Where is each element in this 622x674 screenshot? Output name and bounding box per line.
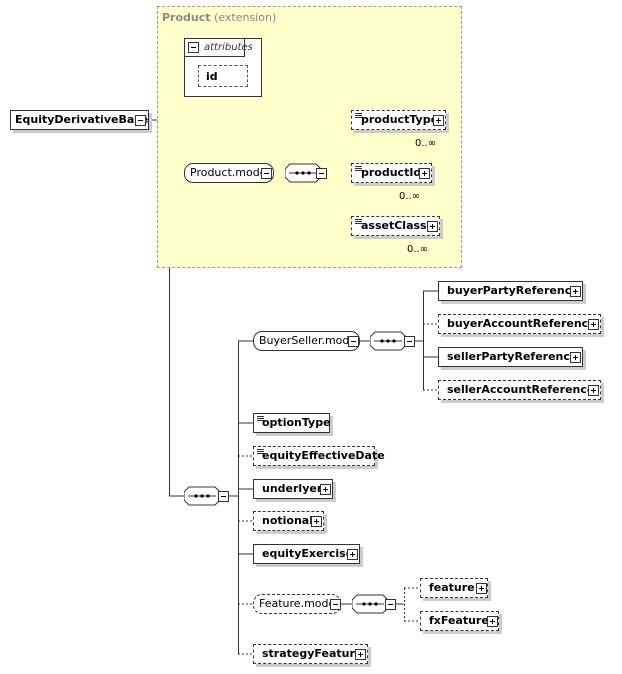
element-underlyer[interactable]: underlyer: [253, 479, 333, 499]
collapse-main-sequence-icon[interactable]: [218, 491, 229, 502]
element-asset-class[interactable]: assetClass: [351, 216, 440, 236]
collapse-feature-sequence-icon[interactable]: [385, 599, 396, 610]
expand-fx-feature-icon[interactable]: [487, 616, 498, 627]
notional-label: notional: [262, 514, 313, 527]
collapse-buyer-seller-sequence-icon[interactable]: [404, 336, 415, 347]
expand-seller-account-reference-icon[interactable]: [588, 385, 599, 396]
product-id-cardinality: 0..∞: [399, 191, 421, 202]
seller-party-reference-label: sellerPartyReference: [447, 350, 578, 363]
collapse-feature-model-icon[interactable]: [330, 599, 341, 610]
element-feature[interactable]: feature: [420, 578, 488, 598]
attributes-header: [185, 39, 245, 57]
element-equity-effective-date[interactable]: equityEffectiveDate: [253, 446, 385, 466]
element-product-id[interactable]: productId: [351, 163, 432, 183]
expand-feature-icon[interactable]: [476, 583, 487, 594]
extension-suffix: (extension): [210, 11, 277, 24]
main-sequence-compositor-icon[interactable]: [184, 486, 221, 506]
extension-base-type: Product: [162, 11, 211, 24]
expand-equity-exercise-icon[interactable]: [347, 549, 358, 560]
element-seller-party-reference[interactable]: sellerPartyReference: [438, 347, 583, 367]
fx-feature-label: fxFeature: [429, 614, 489, 627]
expand-product-type-icon[interactable]: [433, 115, 444, 126]
option-type-label: optionType: [262, 416, 331, 429]
equity-effective-date-label: equityEffectiveDate: [262, 449, 385, 462]
sequence-compositor-icon[interactable]: [285, 163, 322, 183]
product-type-label: productType: [361, 113, 439, 126]
buyer-seller-model-group[interactable]: BuyerSeller.model: [253, 331, 360, 351]
product-type-cardinality: 0..∞: [415, 138, 437, 149]
collapse-buyer-seller-model-icon[interactable]: [348, 336, 359, 347]
expand-seller-party-reference-icon[interactable]: [570, 352, 581, 363]
element-product-type[interactable]: productType: [351, 110, 446, 130]
expand-notional-icon[interactable]: [311, 516, 322, 527]
element-equity-exercise[interactable]: equityExercise: [253, 544, 360, 564]
feature-model-group[interactable]: Feature.model: [253, 594, 341, 614]
extension-title: Product (extension): [162, 11, 276, 24]
asset-class-label: assetClass: [361, 219, 427, 232]
element-buyer-account-reference[interactable]: buyerAccountReference: [438, 314, 601, 334]
expand-strategy-feature-icon[interactable]: [355, 649, 366, 660]
buyer-seller-model-label: BuyerSeller.model: [259, 334, 360, 347]
expand-asset-class-icon[interactable]: [427, 221, 438, 232]
element-option-type[interactable]: optionType: [253, 413, 331, 433]
attribute-id[interactable]: id: [198, 65, 248, 87]
element-fx-feature[interactable]: fxFeature: [420, 611, 499, 631]
buyer-party-reference-label: buyerPartyReference: [447, 284, 579, 297]
feature-sequence-icon[interactable]: [352, 594, 389, 614]
attributes-title: attributes: [204, 42, 253, 53]
product-id-label: productId: [361, 166, 422, 179]
asset-class-cardinality: 0..∞: [407, 244, 429, 255]
collapse-product-model-icon[interactable]: [261, 168, 272, 179]
feature-model-label: Feature.model: [259, 597, 339, 610]
root-element-equity-derivative-base[interactable]: EquityDerivativeBase: [10, 110, 149, 130]
root-label: EquityDerivativeBase: [15, 113, 149, 126]
collapse-sequence-icon[interactable]: [316, 168, 327, 179]
expand-buyer-party-reference-icon[interactable]: [570, 286, 581, 297]
collapse-root-icon[interactable]: [135, 115, 146, 126]
feature-label: feature: [429, 581, 475, 594]
seller-account-reference-label: sellerAccountReference: [447, 383, 595, 396]
element-notional[interactable]: notional: [253, 511, 324, 531]
element-buyer-party-reference[interactable]: buyerPartyReference: [438, 281, 583, 301]
product-model-label: Product.model: [190, 166, 270, 179]
expand-product-id-icon[interactable]: [419, 168, 430, 179]
underlyer-label: underlyer: [262, 482, 323, 495]
strategy-feature-label: strategyFeature: [262, 647, 363, 660]
collapse-attributes-icon[interactable]: [188, 42, 199, 53]
product-model-group[interactable]: Product.model: [184, 163, 274, 183]
element-strategy-feature[interactable]: strategyFeature: [253, 644, 368, 664]
buyer-account-reference-label: buyerAccountReference: [447, 317, 596, 330]
buyer-seller-sequence-icon[interactable]: [370, 331, 407, 351]
equity-exercise-label: equityExercise: [262, 547, 354, 560]
element-seller-account-reference[interactable]: sellerAccountReference: [438, 380, 601, 400]
expand-underlyer-icon[interactable]: [320, 484, 331, 495]
expand-buyer-account-reference-icon[interactable]: [588, 319, 599, 330]
